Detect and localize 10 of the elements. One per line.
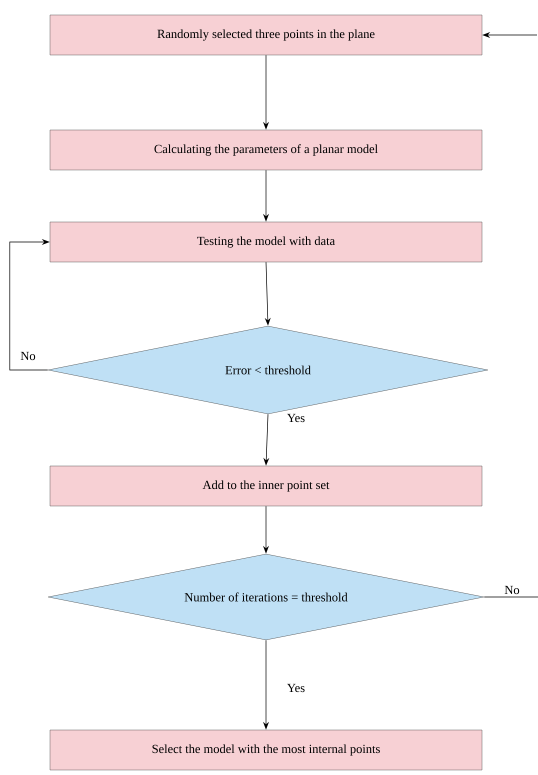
process-box: Randomly selected three points in the plane	[50, 14, 482, 56]
edge-label: No	[19, 350, 37, 362]
process-box: Add to the inner point set	[50, 466, 482, 506]
process-box: Select the model with the most internal points	[50, 730, 482, 770]
process-box: Testing the model with data	[50, 222, 482, 262]
edge-label: Yes	[286, 682, 306, 694]
edge-label: No	[503, 584, 521, 596]
process-box: Calculating the parameters of a planar model	[50, 130, 482, 170]
connector-line	[484, 596, 538, 598]
edge-label: Yes	[286, 412, 306, 424]
